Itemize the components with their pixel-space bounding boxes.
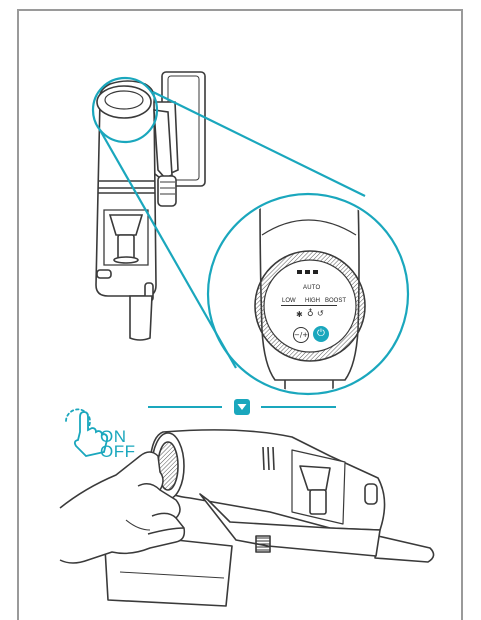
hand — [59, 451, 186, 564]
power-instruction-label: ON OFF — [100, 427, 136, 461]
on-label: ON — [100, 427, 127, 446]
page-frame — [17, 9, 463, 620]
touch-tap-icon — [65, 408, 109, 457]
control-panel-zoom — [254, 196, 366, 392]
off-label: OFF — [100, 442, 136, 461]
arrow-down-icon — [234, 399, 250, 415]
magnifier-lines — [91, 76, 410, 396]
vacuum-upright — [95, 80, 177, 341]
